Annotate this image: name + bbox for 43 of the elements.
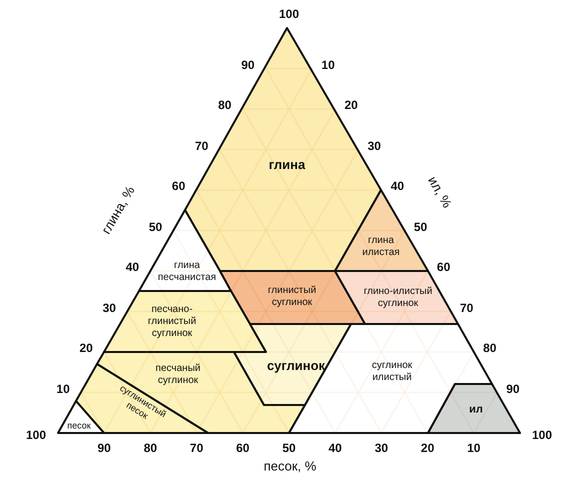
region-label: глино-илистый суглинок: [362, 286, 434, 310]
tick-label: 30: [102, 300, 116, 314]
tick-label: 10: [321, 58, 335, 72]
region-label: суглинок: [266, 358, 326, 374]
region-label: песчаный суглинок: [154, 363, 202, 386]
tick-label: 70: [190, 441, 204, 455]
tick-label: 70: [195, 138, 208, 152]
tick-label: 60: [172, 179, 186, 193]
tick-label: 40: [126, 260, 140, 274]
tick-label: 70: [460, 300, 474, 314]
region-label: суглинок илистый: [370, 360, 414, 384]
tick-label: 50: [282, 441, 296, 455]
tick-label: 50: [414, 220, 428, 234]
axis-title: песок, %: [264, 458, 316, 474]
tick-label: 80: [483, 341, 496, 355]
region-label: глина песчанистая: [156, 260, 218, 284]
tick-label: 90: [98, 441, 111, 455]
tick-label: 10: [56, 382, 70, 396]
tick-label: 100: [26, 428, 46, 442]
tick-label: 90: [506, 382, 520, 396]
tick-label: 90: [241, 58, 255, 72]
region-label: глина илистая: [361, 235, 401, 259]
tick-label: 50: [148, 220, 162, 234]
tick-label: 20: [420, 441, 434, 455]
tick-label: 10: [467, 441, 480, 455]
tick-label: 100: [532, 428, 552, 442]
tick-label: 100: [278, 7, 300, 21]
region-label: ил: [468, 403, 484, 417]
region-label: глинистый суглинок: [266, 285, 318, 309]
tick-label: 40: [390, 179, 404, 193]
region-label: глина: [268, 157, 306, 173]
axis-title: ил, %: [425, 174, 455, 210]
tick-label: 20: [80, 341, 93, 355]
tick-label: 80: [144, 441, 158, 455]
tick-label: 30: [374, 441, 388, 455]
tick-label: 80: [218, 98, 232, 112]
tick-label: 30: [368, 138, 381, 152]
region-label: песок: [66, 420, 92, 432]
region-label: песчано-глинистый суглинок: [146, 304, 198, 340]
tick-label: 60: [436, 260, 450, 274]
tick-label: 40: [328, 441, 342, 455]
tick-label: 20: [344, 98, 358, 112]
tick-label: 60: [236, 441, 250, 455]
